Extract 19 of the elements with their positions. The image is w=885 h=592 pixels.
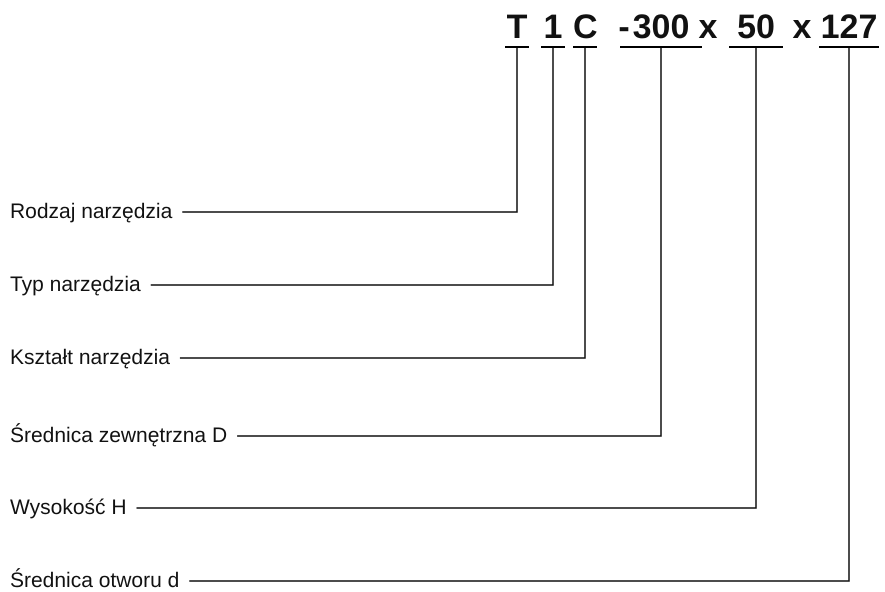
code-segment: 1 <box>541 8 565 48</box>
code-segment: 127 <box>819 8 879 48</box>
leader-label: Kształt narzędzia <box>10 345 180 371</box>
leader-line <box>182 48 518 213</box>
leader-label: Wysokość H <box>10 495 136 521</box>
code-segment: 50 <box>729 8 783 48</box>
leader-label: Średnica zewnętrzna D <box>10 423 238 449</box>
separator-symbol: - <box>618 8 630 46</box>
code-segment: T <box>505 8 529 48</box>
leader-label: Średnica otworu d <box>10 568 190 592</box>
code-segment: C <box>573 8 597 48</box>
leader-line <box>150 48 554 286</box>
separator-symbol: x <box>792 8 812 46</box>
leader-line <box>189 48 850 582</box>
leader-line <box>180 48 586 359</box>
leader-line <box>237 48 662 437</box>
leader-label: Typ narzędzia <box>10 272 151 298</box>
leader-label: Rodzaj narzędzia <box>10 199 182 225</box>
leader-line <box>136 48 757 509</box>
